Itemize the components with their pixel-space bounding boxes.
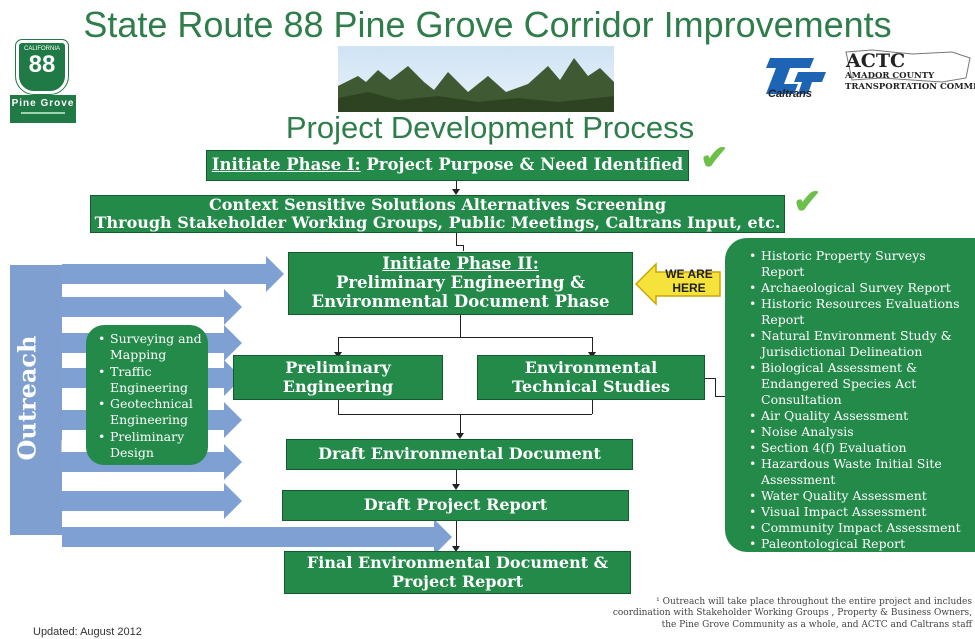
pine-grove-sign: Pine Grove: [10, 95, 76, 123]
css-line1: Context Sensitive Solutions Alternatives…: [209, 194, 666, 214]
connector-line: [592, 337, 593, 355]
technical-studies-box: Historic Property Surveys ReportArchaeol…: [725, 238, 975, 552]
outreach-arrow: [62, 483, 242, 519]
final-line1: Final Environmental Document &: [306, 553, 609, 573]
engineering-task-item: Preliminary Design: [98, 429, 204, 462]
engineering-task-item: Surveying and Mapping: [98, 331, 204, 364]
connector-line: [456, 521, 457, 549]
connector-arrowhead: [452, 484, 460, 490]
env-line1: Environmental: [524, 358, 658, 378]
connector-line: [592, 400, 593, 414]
technical-study-item: Water Quality Assessment: [749, 488, 971, 504]
actc-logo: ACTC AMADOR COUNTY TRANSPORTATION COMMIS…: [842, 48, 975, 102]
connector-line: [715, 396, 725, 397]
environmental-studies-box: Environmental Technical Studies: [477, 355, 705, 400]
shield-number: 88: [28, 51, 56, 78]
technical-study-item: Archaeological Survey Report: [749, 280, 971, 296]
draft-env-document-box: Draft Environmental Document: [286, 439, 633, 470]
final-document-box: Final Environmental Document & Project R…: [284, 551, 631, 594]
actc-line2: TRANSPORTATION COMMISSION: [845, 82, 975, 92]
actc-line1: AMADOR COUNTY: [845, 71, 935, 81]
actc-acronym: ACTC: [846, 50, 906, 72]
connector-line: [715, 378, 716, 396]
technical-study-item: Biological Assessment & Endangered Speci…: [749, 360, 971, 408]
technical-study-item: Historic Resources Evaluations Report: [749, 296, 971, 328]
prelim-line1: Preliminary: [285, 358, 391, 378]
connector-line: [338, 337, 339, 355]
pine-grove-sign-label: Pine Grove: [11, 98, 75, 109]
route-88-shield-icon: CALIFORNIA 88: [15, 39, 69, 95]
footnote-line2: coordination with Stakeholder Working Gr…: [612, 608, 972, 619]
engineering-task-item: Geotechnical Engineering: [98, 396, 204, 429]
caltrans-label: Caltrans: [768, 88, 813, 100]
engineering-tasks-box: Surveying and MappingTraffic Engineering…: [86, 325, 208, 465]
prelim-line2: Engineering: [282, 376, 394, 396]
technical-study-item: Hazardous Waste Initial Site Assessment: [749, 456, 971, 488]
connector-line: [456, 181, 457, 190]
technical-study-item: Visual Impact Assessment: [749, 504, 971, 520]
css-line2: Through Stakeholder Working Groups, Publ…: [94, 213, 781, 232]
phase2-line2: Preliminary Engineering &: [335, 273, 586, 293]
connector-arrowhead: [452, 546, 460, 552]
connector-line: [338, 400, 339, 414]
technical-study-item: Historic Property Surveys Report: [749, 248, 971, 280]
footnote-line3: the Pine Grove Community as a whole, and…: [661, 619, 972, 630]
preliminary-engineering-box: Preliminary Engineering: [233, 355, 443, 400]
phase1-checkmark-icon: ✔: [700, 138, 729, 178]
technical-study-item: Paleontological Report: [749, 536, 971, 552]
connector-line: [456, 233, 457, 245]
connector-line: [338, 414, 592, 415]
draft-report-label: Draft Project Report: [363, 495, 548, 515]
connector-line: [456, 245, 464, 246]
phase2-box: Initiate Phase II: Preliminary Engineeri…: [288, 252, 633, 315]
outreach-footnote: ¹ Outreach will take place throughout th…: [600, 597, 972, 631]
connector-arrowhead: [456, 433, 464, 439]
diagram-title: Project Development Process: [285, 110, 695, 145]
technical-study-item: Community Impact Assessment: [749, 520, 971, 536]
outreach-process-bar: [10, 265, 62, 535]
connector-arrowhead: [452, 189, 460, 195]
phase2-title: Initiate Phase II:: [382, 254, 539, 274]
draft-project-report-box: Draft Project Report: [282, 490, 629, 521]
final-line2: Project Report: [392, 571, 523, 591]
footnote-line1: ¹ Outreach will take place throughout th…: [656, 597, 972, 607]
technical-study-item: Natural Environment Study & Jurisdiction…: [749, 328, 971, 360]
connector-line: [456, 470, 457, 487]
outreach-process-label: Outreach Process1: [12, 335, 86, 461]
outreach-arrow-phase2: [62, 256, 284, 292]
css-screening-box: Context Sensitive Solutions Alternatives…: [90, 195, 785, 233]
connector-line: [460, 315, 461, 337]
css-checkmark-icon: ✔: [793, 182, 822, 222]
shield-state-label: CALIFORNIA: [23, 46, 60, 52]
we-are-here-arrow-icon: [634, 262, 721, 306]
phase2-line3: Environmental Document Phase: [311, 291, 610, 311]
technical-study-item: Air Quality Assessment: [749, 408, 971, 424]
engineering-tasks-list: Surveying and MappingTraffic Engineering…: [94, 331, 204, 461]
connector-line: [338, 337, 592, 338]
updated-date: Updated: August 2012: [33, 626, 142, 638]
env-line2: Technical Studies: [511, 376, 671, 396]
technical-study-item: Noise Analysis: [749, 424, 971, 440]
phase1-text: Project Purpose & Need Identified: [360, 155, 684, 175]
phase1-prefix: Initiate Phase I:: [211, 155, 361, 175]
actc-map-icon: [845, 49, 971, 83]
technical-study-item: Section 4(f) Evaluation: [749, 440, 971, 456]
connector-line: [463, 245, 464, 251]
page-title: State Route 88 Pine Grove Corridor Impro…: [83, 4, 892, 45]
caltrans-logo-icon: [766, 58, 826, 94]
pine-forest-photo: [338, 46, 614, 112]
outreach-arrow-final: [62, 519, 452, 555]
phase1-box: Initiate Phase I: Project Purpose & Need…: [206, 150, 689, 181]
connector-line: [460, 414, 461, 436]
technical-studies-list: Historic Property Surveys ReportArchaeol…: [745, 248, 971, 552]
connector-line: [705, 378, 715, 379]
outreach-arrow: [62, 289, 242, 325]
draft-env-label: Draft Environmental Document: [318, 444, 601, 464]
engineering-task-item: Traffic Engineering: [98, 364, 204, 397]
we-are-here-label: WE ARE HERE: [665, 267, 713, 295]
